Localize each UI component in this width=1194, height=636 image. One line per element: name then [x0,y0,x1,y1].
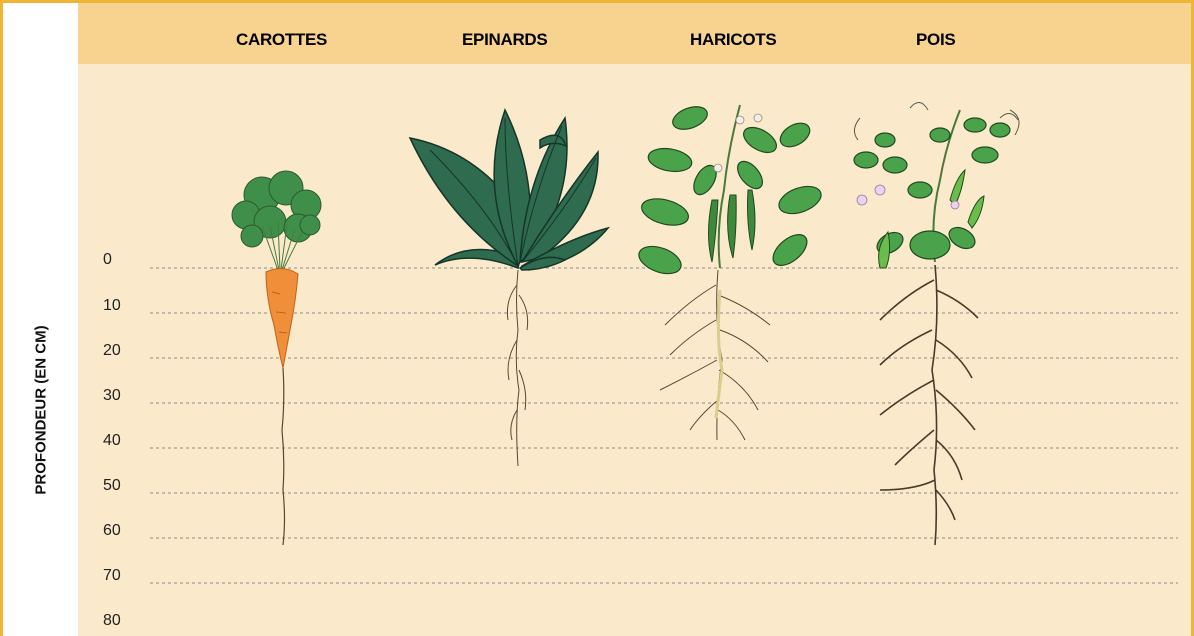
bean-illustration [635,102,825,440]
depth-gridlines [150,268,1178,583]
pea-illustration [854,102,1019,545]
spinach-illustration [410,110,608,466]
